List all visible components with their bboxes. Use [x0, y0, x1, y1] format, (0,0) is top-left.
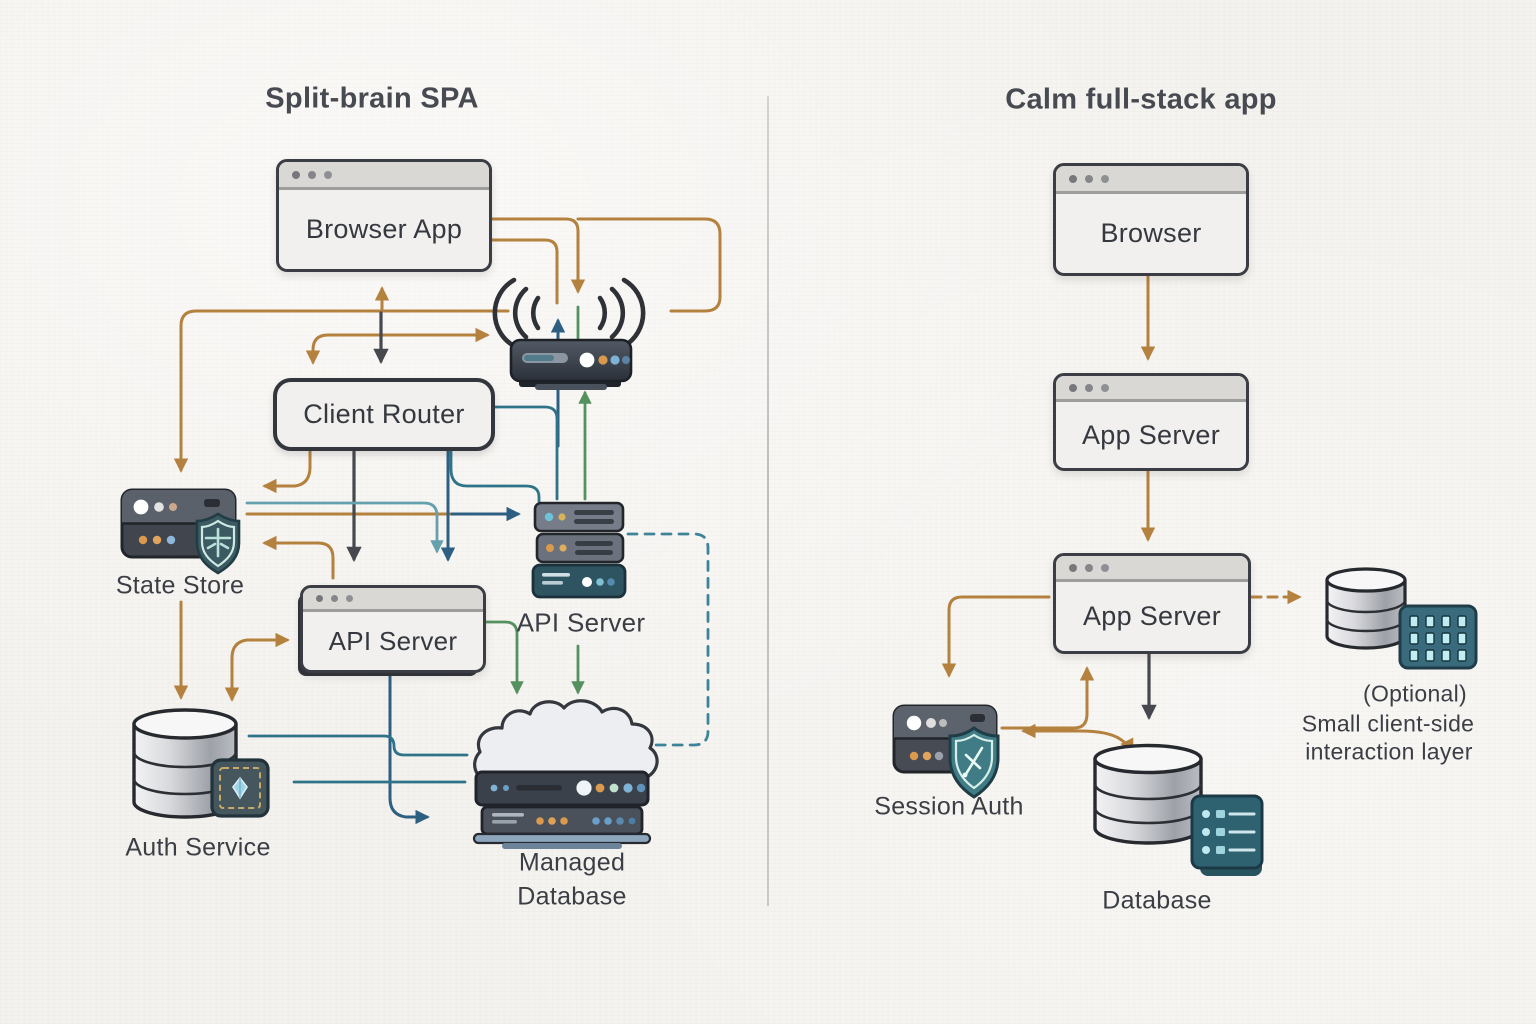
line-authservice-to-manageddb-1	[247, 734, 469, 757]
window-dot-icon	[1069, 383, 1077, 392]
node-label: Browser App	[305, 214, 463, 244]
window-dot-icon	[1085, 563, 1093, 572]
session-auth-server-shield-icon	[892, 704, 1000, 799]
arrow-statestore-to-apiwindow-teal	[245, 501, 444, 554]
database-list-panel-icon	[1190, 794, 1264, 876]
arrow-apiwindow-to-statestore	[262, 535, 335, 580]
database-label: Database	[1102, 886, 1212, 915]
node-client-router: Client Router	[273, 378, 495, 451]
node-app-server-bottom: App Server	[1053, 553, 1251, 654]
panel-divider	[767, 96, 769, 906]
wifi-router-icon	[509, 338, 633, 390]
managed-database-cloud-server-icon	[472, 699, 659, 849]
arrow-clientrouter-to-statestore-top	[262, 442, 312, 494]
arrow-apiwindow-to-manageddb	[388, 665, 430, 825]
auth-service-label: Auth Service	[125, 833, 271, 862]
arrow-sessionauth-to-appserver2	[1000, 666, 1095, 730]
arrow-browserapp-to-network-2	[485, 238, 559, 305]
auth-service-database-icon	[132, 708, 270, 819]
optional-note-line3: interaction layer	[1305, 738, 1473, 765]
managed-database-label-line1: Managed	[518, 848, 626, 877]
node-label: App Server	[1081, 419, 1221, 450]
right-panel-title: Calm full-stack app	[1005, 83, 1277, 116]
node-browser: Browser	[1053, 163, 1249, 276]
window-dot-icon	[1085, 383, 1093, 392]
window-dot-icon	[1101, 383, 1109, 392]
window-dot-icon	[324, 170, 332, 179]
line-clientrouter-to-apirack-1	[485, 405, 559, 501]
line-clientrouter-to-apirack-2	[449, 441, 541, 503]
arrow-browserapp-to-network-1	[485, 217, 586, 294]
window-dot-icon	[316, 595, 323, 602]
optional-note-line2: Small client-side	[1301, 710, 1475, 737]
managed-database-label-line2: Database	[517, 882, 627, 911]
arrow-network-to-statestore	[173, 309, 510, 473]
window-dot-icon	[1101, 174, 1109, 183]
window-dot-icon	[1085, 174, 1093, 183]
window-dot-icon	[331, 595, 338, 602]
arrow-into-clientrouter-and-network	[305, 327, 490, 365]
window-titlebar	[1056, 166, 1246, 194]
arrow-appserver2-to-sessionauth	[941, 595, 1051, 678]
session-auth-label: Session Auth	[874, 792, 1024, 821]
optional-layer-grid-chip-icon	[1398, 604, 1478, 670]
window-dot-icon	[308, 170, 316, 179]
node-label: API Server	[328, 625, 458, 656]
window-titlebar	[279, 162, 489, 190]
left-panel-title: Split-brain SPA	[265, 82, 479, 115]
window-dot-icon	[346, 595, 353, 602]
window-dot-icon	[1069, 174, 1077, 183]
optional-note-line1: (Optional)	[1363, 680, 1467, 707]
node-label: Client Router	[303, 399, 465, 429]
arrow-apiwindow-to-cloud	[480, 620, 524, 695]
node-api-server-window: API Server	[300, 585, 486, 673]
window-titlebar	[303, 588, 483, 612]
state-store-label: State Store	[115, 571, 245, 600]
window-dot-icon	[1101, 563, 1109, 572]
arrow-authservice-apiwindow-link	[224, 632, 290, 702]
line-apirack-to-manageddb-dashed	[626, 532, 710, 747]
state-store-server-shield-icon	[120, 488, 241, 575]
window-dot-icon	[292, 170, 300, 179]
node-label: App Server	[1082, 601, 1222, 631]
window-titlebar	[1056, 376, 1246, 402]
window-dot-icon	[1069, 563, 1077, 572]
api-server-rack-label: API Server	[516, 607, 646, 638]
arrow-browserapp-network-hook	[576, 217, 722, 313]
window-titlebar	[1056, 556, 1248, 582]
node-browser-app: Browser App	[276, 159, 492, 272]
node-app-server-top: App Server	[1053, 373, 1249, 471]
node-label: Browser	[1100, 218, 1202, 248]
api-server-rack-icon	[531, 501, 627, 599]
wifi-signal-arcs	[492, 277, 646, 349]
